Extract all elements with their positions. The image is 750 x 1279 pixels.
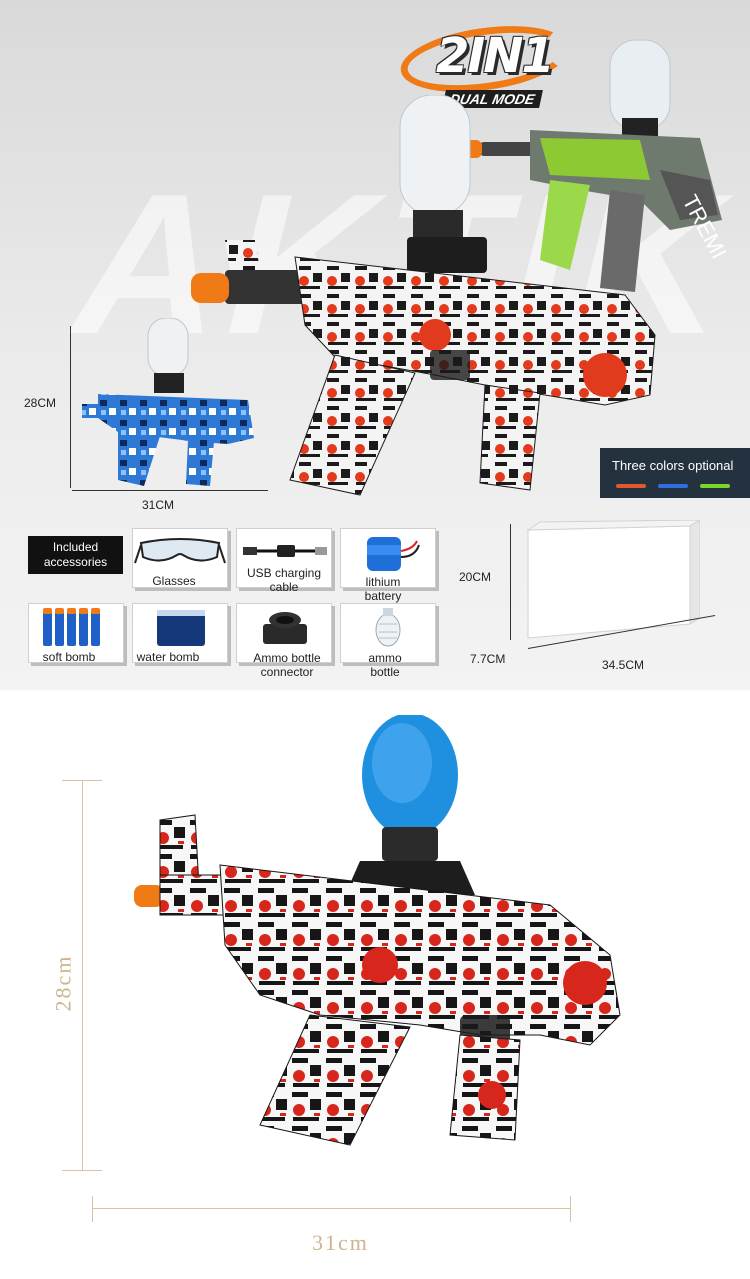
accessory-label-ammo-bottle: ammo bottle xyxy=(368,651,402,679)
small-gun-height-label: 28CM xyxy=(24,396,57,410)
height-dimension-line xyxy=(82,780,83,1170)
width-left-tick xyxy=(92,1196,93,1222)
height-dimension-line xyxy=(70,326,71,488)
usb-cable-icon xyxy=(243,545,327,557)
accessory-label-usb: USB charging cable xyxy=(246,566,322,594)
connector-icon xyxy=(263,612,307,644)
red-gun-image xyxy=(191,95,656,496)
ammo-bottle-icon xyxy=(375,608,401,647)
dual-mode-badge: 2IN1 DUAL MODE xyxy=(396,16,600,108)
blue-swatch[interactable] xyxy=(658,484,688,488)
accessory-card-battery xyxy=(340,528,436,588)
packaging-box-image xyxy=(526,520,700,639)
box-depth-label: 7.7CM xyxy=(470,652,506,666)
badge-title: 2IN1 xyxy=(436,28,555,84)
color-options-label: Three colors optional xyxy=(612,458,734,473)
glasses-icon xyxy=(134,538,226,564)
width-right-tick xyxy=(570,1196,571,1222)
soft-bomb-icon xyxy=(43,608,100,646)
gun-size-panel: 28cm 31cm xyxy=(0,690,750,1279)
accessory-card-water-bomb xyxy=(132,603,228,663)
large-red-gun-image xyxy=(134,715,621,1146)
height-bottom-tick xyxy=(62,1170,102,1171)
width-dimension-line xyxy=(92,1208,570,1209)
blue-gun-image xyxy=(82,318,254,486)
battery-icon xyxy=(367,537,420,571)
bottom-height-label: 28cm xyxy=(50,954,76,1012)
accessory-card-soft-bomb xyxy=(28,603,124,663)
accessory-card-ammo-bottle xyxy=(340,603,436,663)
color-options-box: Three colors optional xyxy=(600,448,750,498)
box-height-label: 20CM xyxy=(459,570,492,584)
green-gun-image: TREMI xyxy=(462,39,730,292)
water-bomb-icon xyxy=(157,610,205,646)
accessory-label-glasses: Glasses xyxy=(152,574,196,588)
accessory-label-connector: Ammo bottle connector xyxy=(253,651,321,679)
included-accessories-tag: Included accessories xyxy=(28,536,123,574)
accessory-card-connector xyxy=(236,603,332,663)
bottom-width-label: 31cm xyxy=(312,1230,369,1255)
accessory-card-glasses xyxy=(132,528,228,588)
accessory-label-water-bomb: water bomb xyxy=(136,650,200,664)
product-overview-panel: AKTIK 2IN1 DUAL MODE TREMI xyxy=(0,0,750,690)
accessory-card-usb xyxy=(236,528,332,588)
box-height-line xyxy=(510,524,511,640)
green-swatch[interactable] xyxy=(700,484,730,488)
small-gun-width-label: 31CM xyxy=(142,498,175,512)
accessory-label-soft-bomb: soft bomb xyxy=(42,650,96,664)
orange-swatch[interactable] xyxy=(616,484,646,488)
accessory-label-battery: lithium battery xyxy=(364,575,402,603)
box-width-label: 34.5CM xyxy=(602,658,645,672)
width-dimension-line xyxy=(72,490,268,491)
